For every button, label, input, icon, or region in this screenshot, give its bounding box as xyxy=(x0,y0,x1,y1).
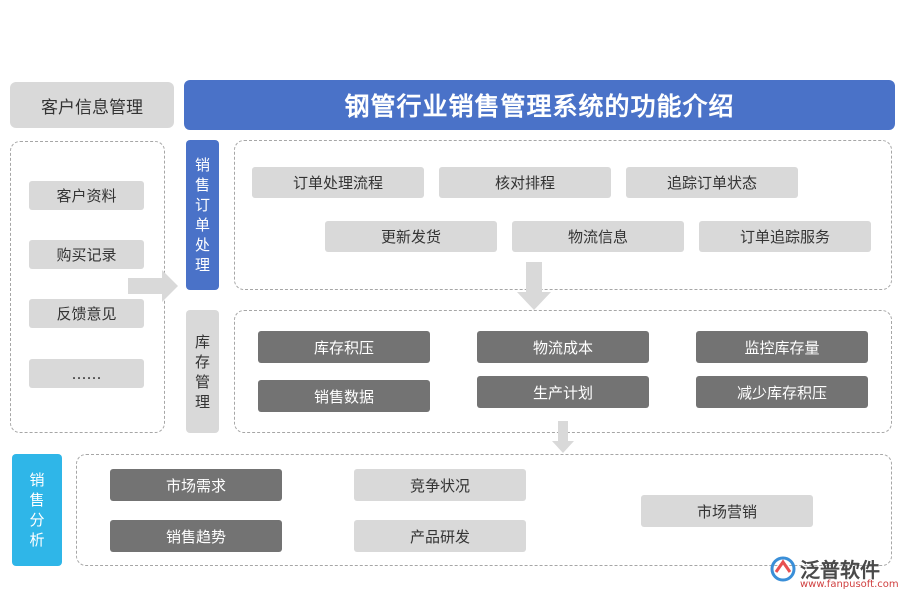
arrow-down-icon xyxy=(552,421,574,453)
order-item-process-flow: 订单处理流程 xyxy=(252,167,424,198)
customer-item-more: …… xyxy=(29,359,144,388)
analysis-item-marketing: 市场营销 xyxy=(641,495,813,527)
inventory-item-logistics-cost: 物流成本 xyxy=(477,331,649,363)
customer-item-feedback: 反馈意见 xyxy=(29,299,144,328)
sales-analysis-label: 销售分析 xyxy=(12,454,62,566)
order-item-logistics-info: 物流信息 xyxy=(512,221,684,252)
inventory-item-reduce-backlog: 减少库存积压 xyxy=(696,376,868,408)
arrow-right-icon xyxy=(128,270,178,302)
inventory-item-production-plan: 生产计划 xyxy=(477,376,649,408)
inventory-item-backlog: 库存积压 xyxy=(258,331,430,363)
customer-item-profile: 客户资料 xyxy=(29,181,144,210)
inventory-label: 库存管理 xyxy=(186,310,219,433)
inventory-item-sales-data: 销售数据 xyxy=(258,380,430,412)
order-item-schedule-check: 核对排程 xyxy=(439,167,611,198)
analysis-item-market-demand: 市场需求 xyxy=(110,469,282,501)
inventory-panel xyxy=(234,310,892,433)
customer-item-purchase-history: 购买记录 xyxy=(29,240,144,269)
inventory-item-monitor-stock: 监控库存量 xyxy=(696,331,868,363)
page-title: 钢管行业销售管理系统的功能介绍 xyxy=(184,80,895,130)
arrow-down-icon xyxy=(517,262,551,310)
order-item-track-status: 追踪订单状态 xyxy=(626,167,798,198)
order-item-update-shipping: 更新发货 xyxy=(325,221,497,252)
fanpu-logo: 泛普软件 www.fanpusoft.com xyxy=(770,552,899,592)
analysis-item-competition: 竞争状况 xyxy=(354,469,526,501)
sales-order-label: 销售订单处理 xyxy=(186,140,219,290)
logo-url: www.fanpusoft.com xyxy=(800,579,899,590)
analysis-item-product-rd: 产品研发 xyxy=(354,520,526,552)
sales-order-panel xyxy=(234,140,892,290)
order-item-tracking-service: 订单追踪服务 xyxy=(699,221,871,252)
logo-name: 泛普软件 xyxy=(800,558,880,582)
sales-analysis-panel xyxy=(76,454,892,566)
customer-info-header: 客户信息管理 xyxy=(10,82,174,128)
analysis-item-sales-trend: 销售趋势 xyxy=(110,520,282,552)
logo-icon xyxy=(770,556,796,582)
